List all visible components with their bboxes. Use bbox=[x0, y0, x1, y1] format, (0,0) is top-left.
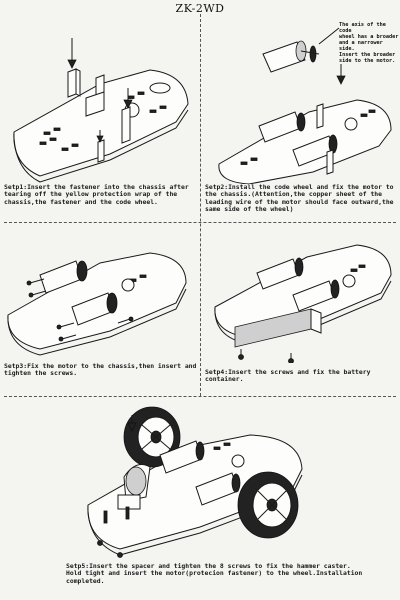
step-3-caption: Setp3:Fix the motor to the chassis,then … bbox=[4, 362, 197, 378]
step-4-illustration bbox=[214, 244, 392, 363]
page-title: ZK-2WD bbox=[175, 2, 225, 15]
step-4-panel: Setp4:Insert the screws and fix the batt… bbox=[201, 223, 400, 396]
divider-row-2 bbox=[4, 396, 396, 397]
step-4-caption: Setp4:Insert the screws and fix the batt… bbox=[205, 368, 375, 384]
step-1-panel: Setp1:Insert the fastener into the chass… bbox=[0, 14, 200, 222]
step-3-panel: Setp3:Fix the motor to the chassis,then … bbox=[0, 223, 200, 396]
step-2-panel: The axis of the code wheel has a broader… bbox=[201, 14, 400, 222]
step-1-caption: Setp1:Insert the fastener into the chass… bbox=[4, 183, 189, 206]
step-5-panel: Setp5:Insert the spacer and tighten the … bbox=[0, 397, 400, 600]
step-5-illustration bbox=[87, 406, 303, 558]
step-2-caption: Setp2:Install the code wheel and fix the… bbox=[205, 183, 394, 214]
step-1-illustration bbox=[13, 38, 189, 183]
step-5-caption: Setp5:Insert the spacer and tighten the … bbox=[66, 562, 363, 585]
divider-col bbox=[200, 14, 201, 396]
step-2-illustration bbox=[218, 27, 392, 184]
step-3-illustration bbox=[7, 252, 187, 356]
step-2-note: The axis of the code wheel has a broader… bbox=[339, 22, 399, 64]
